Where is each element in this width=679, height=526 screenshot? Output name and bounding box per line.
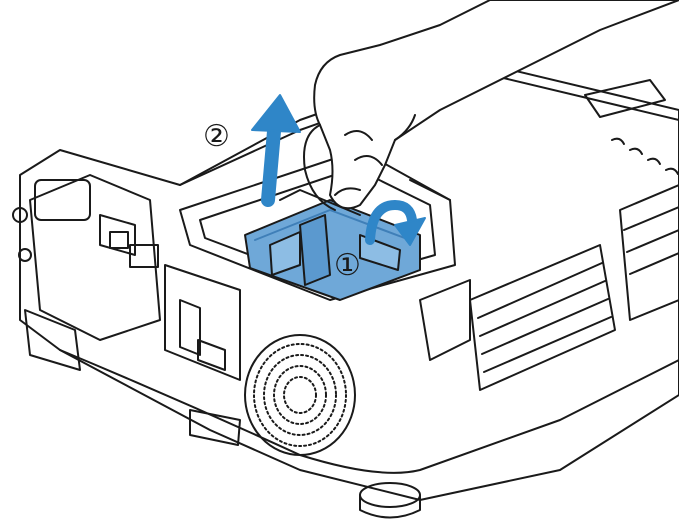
speaker-grille (244, 334, 356, 456)
step-1-marker: ① (334, 248, 361, 283)
hand-icon (303, 0, 679, 211)
rear-panel (12, 174, 241, 381)
side-vent (469, 184, 679, 391)
lift-out-arrow (251, 94, 301, 207)
lift-handle-arrow (365, 200, 426, 246)
projector-feet (189, 409, 421, 519)
step-2-marker: ② (203, 119, 230, 154)
lamp-unit (244, 189, 421, 301)
